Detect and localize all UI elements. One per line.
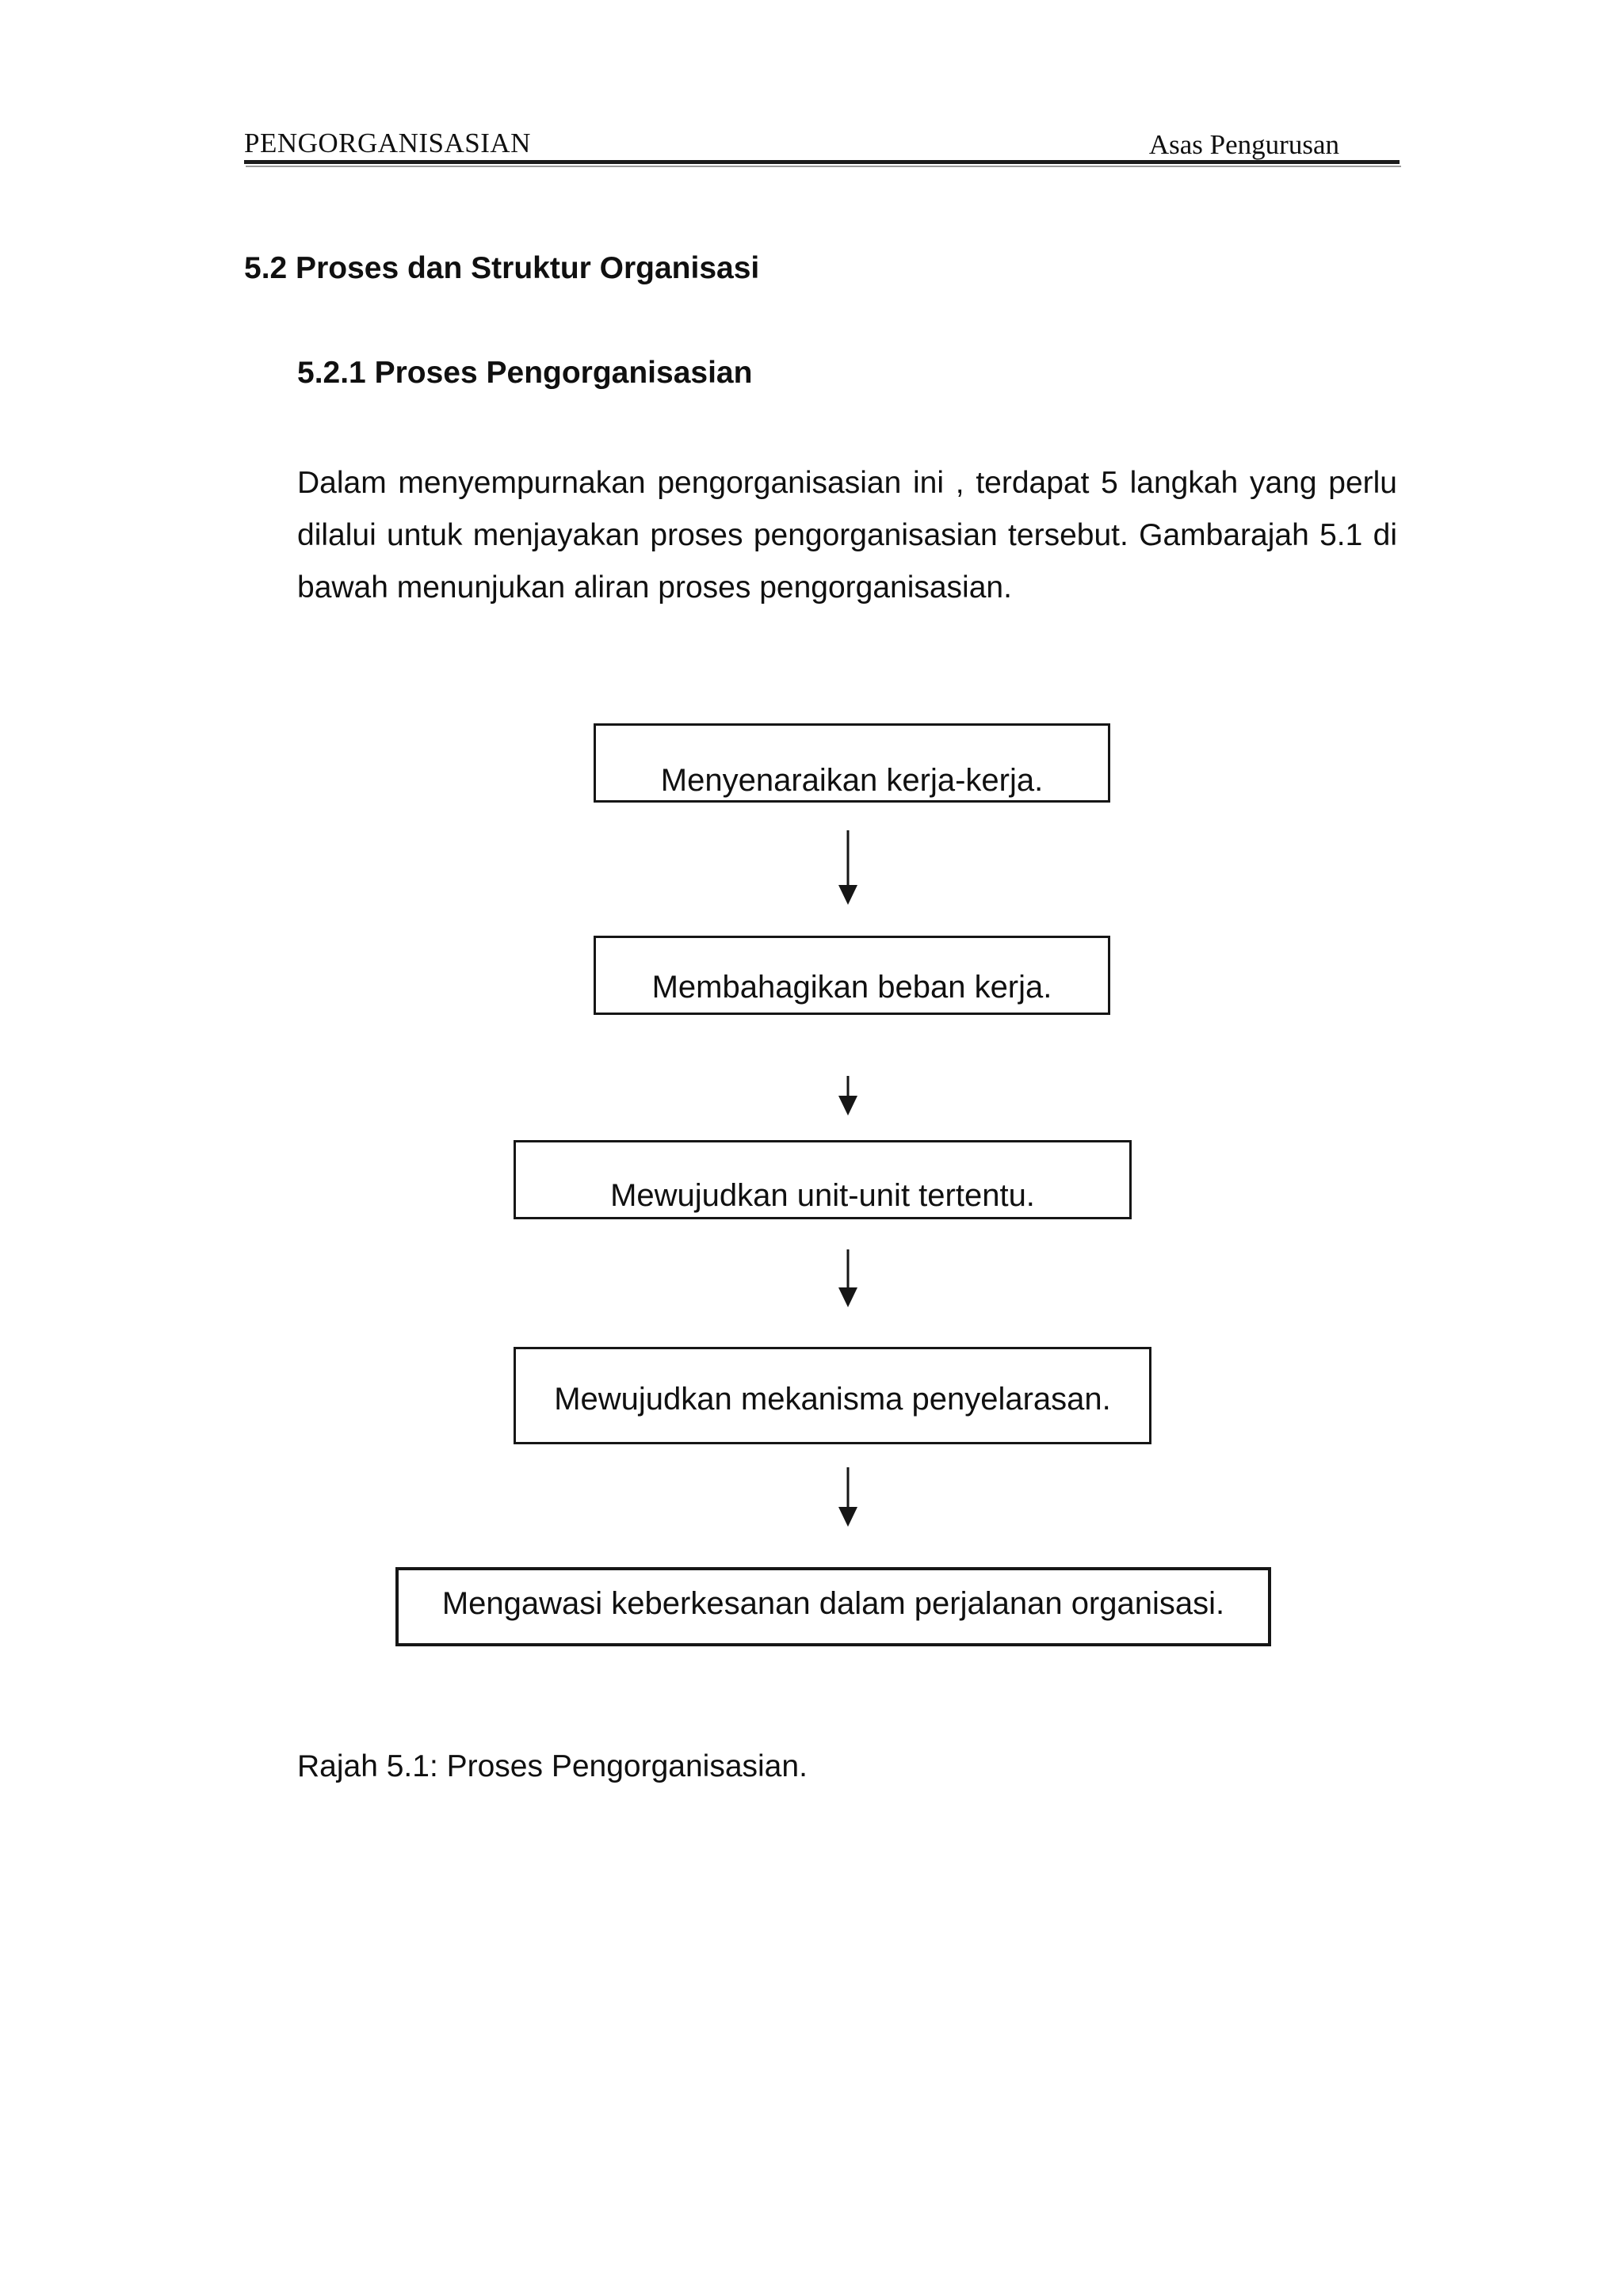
paragraph-line: dilalui untuk menjayakan proses pengorga… [297,518,1397,552]
header-right-title: Asas Pengurusan [1148,129,1339,160]
flowchart-step-label: Menyenaraikan kerja-kerja. [660,763,1044,798]
flowchart-step-box-3: Mewujudkan unit-unit tertentu. [514,1140,1132,1219]
arrow-down-icon [838,1249,857,1307]
figure-caption: Rajah 5.1: Proses Pengorganisasian. [297,1749,808,1783]
flowchart-step-box-1: Menyenaraikan kerja-kerja. [594,723,1110,803]
header-rule [244,160,1400,164]
arrow-down-icon [838,1467,857,1527]
arrow-down-icon [838,1076,857,1116]
flowchart-step-label: Mengawasi keberkesanan dalam perjalanan … [441,1586,1225,1621]
arrow-down-icon [838,830,857,905]
header-left-title: PENGORGANISASIAN [244,128,531,158]
flowchart-step-label: Mewujudkan mekanisma penyelarasan. [554,1382,1111,1417]
subsection-heading: 5.2.1 Proses Pengorganisasian [297,356,753,390]
flowchart-step-box-5: Mengawasi keberkesanan dalam perjalanan … [395,1567,1271,1646]
flowchart-step-label: Mewujudkan unit-unit tertentu. [610,1178,1035,1213]
flowchart-step-box-2: Membahagikan beban kerja. [594,936,1110,1015]
paragraph-line: bawah menunjukan aliran proses pengorgan… [297,570,1012,605]
body-paragraph: Dalam menyempurnakan pengorganisasian in… [297,457,1397,614]
flowchart-step-label: Membahagikan beban kerja. [651,970,1052,1005]
header-rule-shadow [246,166,1401,167]
section-heading: 5.2 Proses dan Struktur Organisasi [244,251,760,285]
flowchart-step-box-4: Mewujudkan mekanisma penyelarasan. [514,1347,1151,1444]
paragraph-line: Dalam menyempurnakan pengorganisasian in… [297,466,1397,500]
